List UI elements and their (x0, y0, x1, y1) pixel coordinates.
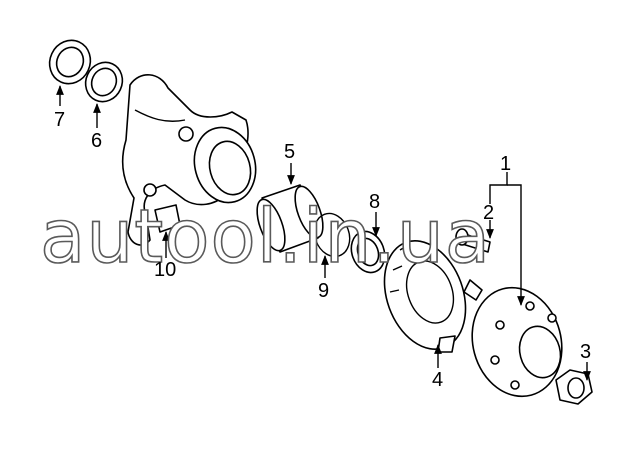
bracket-part-10 (154, 204, 181, 233)
callout-5: 5 (284, 141, 295, 163)
callout-7: 7 (54, 109, 65, 131)
callout-1: 1 (500, 153, 511, 175)
leader-lines (56, 85, 591, 381)
ring-part-6 (84, 61, 124, 103)
callout-8: 8 (369, 191, 380, 213)
callout-labels: 1 2 3 4 5 6 7 8 9 10 (54, 109, 591, 391)
seal-part-7 (48, 39, 92, 85)
bearing-part-5 (256, 184, 324, 253)
callout-4: 4 (432, 369, 443, 391)
steering-knuckle (121, 74, 257, 246)
nut-part-3 (555, 369, 593, 405)
watermark-text: autool.in.ua (40, 194, 491, 280)
callout-10: 10 (154, 259, 176, 281)
snap-ring-part-9 (313, 212, 351, 258)
callout-9: 9 (318, 280, 329, 302)
callout-6: 6 (91, 130, 102, 152)
bolt-part-2 (455, 228, 491, 253)
callout-2: 2 (483, 202, 494, 224)
hub-part-1 (471, 286, 563, 398)
callout-3: 3 (580, 341, 591, 363)
flange-part-4 (383, 239, 483, 353)
seal-part-8 (350, 230, 386, 274)
